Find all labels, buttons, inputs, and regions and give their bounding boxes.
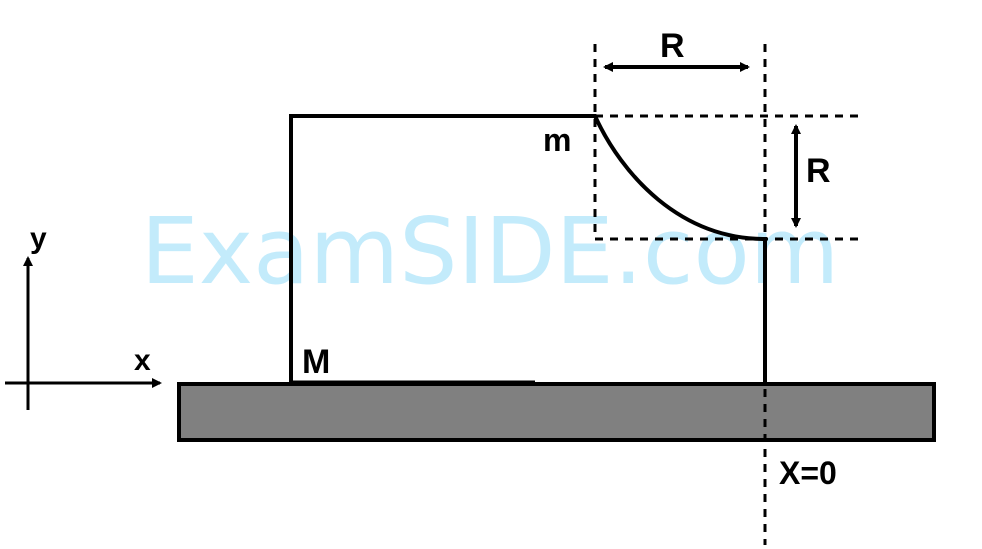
watermark-text: ExamSIDE.com <box>141 198 840 305</box>
radius-vertical-label: R <box>806 152 831 190</box>
horizontal-surface <box>177 382 936 442</box>
x-axis-label: x <box>134 344 151 377</box>
small-mass-label: m <box>543 122 571 158</box>
y-axis-label: y <box>30 222 47 255</box>
radius-horizontal-label: R <box>660 27 685 65</box>
origin-label: X=0 <box>779 455 837 491</box>
block-mass-label: M <box>302 343 330 381</box>
block-outline <box>289 114 767 382</box>
